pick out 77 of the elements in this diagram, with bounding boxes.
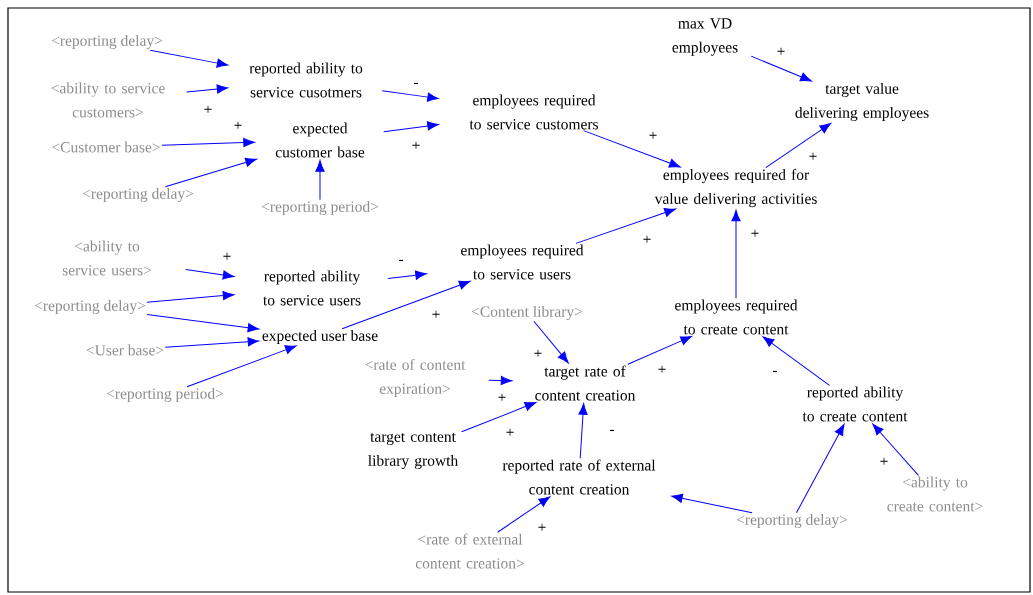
variable-label: expected user base <box>262 329 378 345</box>
arrow <box>146 291 235 303</box>
variable-label: employees required to create content <box>675 299 798 335</box>
polarity-sign: + <box>504 427 516 439</box>
polarity-sign: + <box>532 348 544 360</box>
arrow <box>149 49 229 68</box>
arrow <box>671 493 753 514</box>
variable-label: employees required to service users <box>461 244 584 280</box>
variable-label: reported ability to service users <box>263 270 361 306</box>
shadow-variable-label: <Customer base> <box>52 141 160 153</box>
polarity-sign: + <box>749 228 761 240</box>
polarity-sign: - <box>771 369 779 377</box>
variable-label: employees required to service customers <box>469 94 598 130</box>
arrow <box>795 423 845 514</box>
polarity-sign: + <box>221 251 233 263</box>
arrow <box>762 336 830 386</box>
variable-label: target value delivering employees <box>795 82 929 122</box>
arrow <box>164 157 257 188</box>
arrow <box>627 335 693 365</box>
shadow-variable-label: <ability to service users> <box>62 240 152 276</box>
shadow-variable-label: <User base> <box>86 344 164 356</box>
polarity-sign: + <box>536 522 548 534</box>
shadow-variable-label: <reporting delay> <box>82 187 194 203</box>
arrow <box>575 208 676 244</box>
variable-label: target content library growth <box>368 433 458 470</box>
arrow <box>161 137 255 148</box>
arrow <box>578 403 588 459</box>
polarity-sign: + <box>807 151 819 163</box>
arrow <box>583 130 681 168</box>
polarity-sign: + <box>878 456 890 468</box>
polarity-sign: - <box>608 428 616 436</box>
shadow-variable-label: <ability to create content> <box>887 476 983 512</box>
polarity-sign: + <box>430 309 442 321</box>
shadow-variable-label: <reporting delay> <box>736 513 848 529</box>
polarity-sign: + <box>656 364 668 376</box>
shadow-variable-label: <rate of content expiration> <box>365 358 466 398</box>
polarity-sign: - <box>412 81 420 89</box>
polarity-sign: + <box>775 46 787 58</box>
variable-label: reported ability to service cusotmers <box>249 62 363 98</box>
arrow <box>146 313 260 333</box>
arrow <box>533 320 569 364</box>
arrow <box>341 280 471 330</box>
arrow <box>381 90 439 102</box>
arrow <box>488 375 513 386</box>
arrow <box>186 345 297 388</box>
variable-label: reported rate of external content creation <box>502 459 656 495</box>
polarity-sign: + <box>232 120 244 132</box>
variable-label: expected customer base <box>275 122 365 158</box>
arrow <box>164 337 260 348</box>
variable-label: max VD employees <box>672 18 738 56</box>
arrow <box>387 270 427 280</box>
shadow-variable-label: <Content library> <box>471 305 583 321</box>
arrow <box>872 423 919 476</box>
arrow <box>185 269 235 280</box>
arrow <box>383 121 439 133</box>
arrow <box>765 122 832 169</box>
variable-label: employees required for value delivering activities <box>654 168 817 208</box>
arrow <box>497 496 551 533</box>
polarity-sign: + <box>641 234 653 246</box>
polarity-sign: + <box>647 130 659 142</box>
shadow-variable-label: <reporting period> <box>106 387 224 403</box>
variable-label: reported ability to create content <box>802 386 908 422</box>
shadow-variable-label: <rate of external content creation> <box>415 533 524 569</box>
polarity-sign: - <box>397 258 405 266</box>
arrow <box>731 209 741 299</box>
shadow-variable-label: <reporting period> <box>261 200 379 216</box>
variable-label: target rate of content creation <box>535 365 636 401</box>
polarity-sign: + <box>496 392 508 404</box>
shadow-variable-label: <reporting delay> <box>34 299 146 315</box>
arrow <box>315 160 325 201</box>
polarity-sign: + <box>410 140 422 152</box>
arrow <box>461 402 537 433</box>
arrow <box>186 84 229 94</box>
arrow <box>750 55 812 82</box>
shadow-variable-label: <reporting delay> <box>51 34 163 50</box>
polarity-sign: + <box>202 104 214 116</box>
shadow-variable-label: <ability to service customers> <box>51 82 165 118</box>
